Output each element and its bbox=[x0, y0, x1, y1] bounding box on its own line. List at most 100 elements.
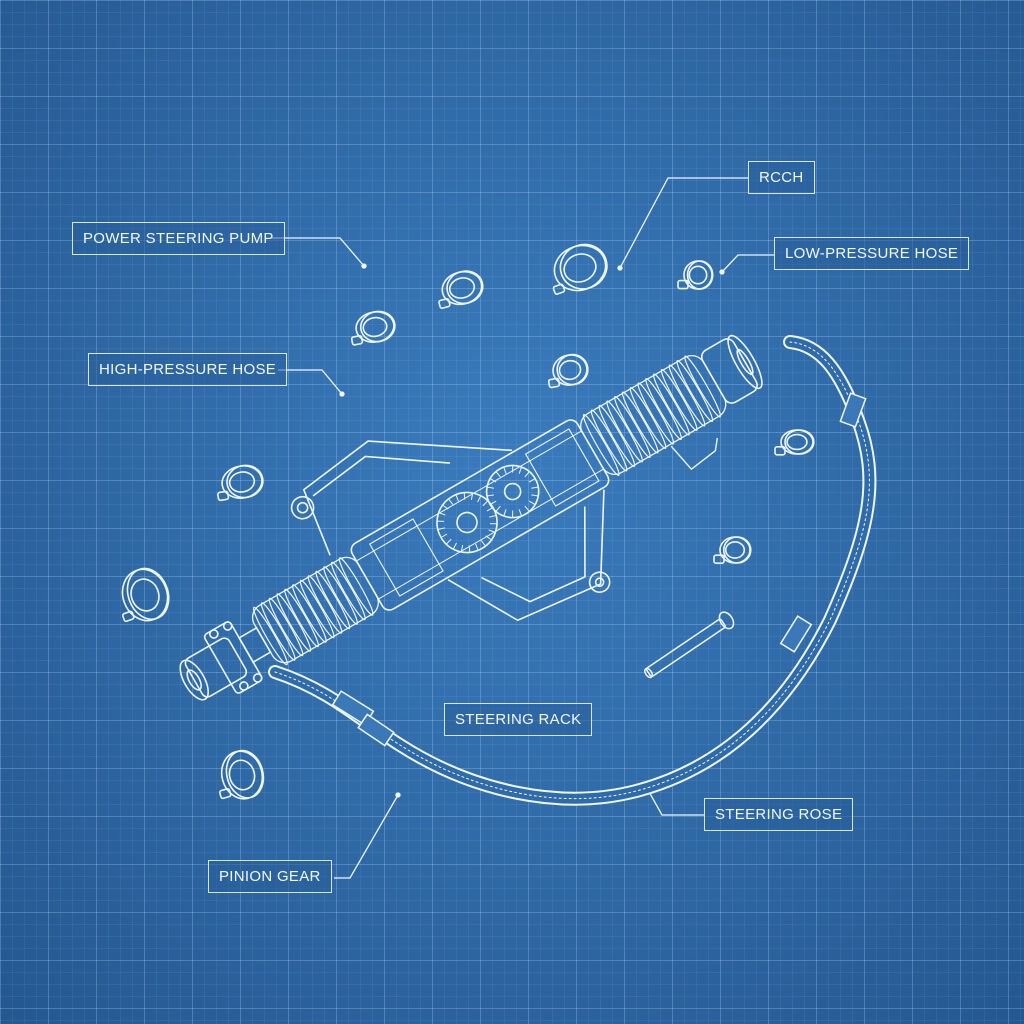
leader-rcch bbox=[619, 177, 748, 269]
bellows-rib bbox=[606, 400, 644, 463]
gear-tooth bbox=[518, 509, 523, 517]
bellows-rib bbox=[676, 360, 714, 422]
bellows-rib bbox=[684, 355, 722, 418]
label-rcch: RCCH bbox=[748, 161, 815, 194]
label-steering-rack: STEERING RACK bbox=[444, 703, 593, 736]
gear-tooth bbox=[442, 504, 449, 510]
gear-tooth bbox=[477, 495, 482, 503]
gear-tooth bbox=[531, 486, 539, 489]
mounting-bracket bbox=[290, 440, 611, 622]
gear-tooth bbox=[470, 492, 474, 501]
rack-housing bbox=[350, 419, 610, 611]
gear-tooth bbox=[503, 509, 507, 517]
leader-steering-rose bbox=[647, 789, 704, 816]
gear-tooth bbox=[445, 538, 452, 545]
clamp-ring bbox=[774, 429, 815, 456]
steering-rack-assembly bbox=[179, 334, 763, 701]
hose-ferrule bbox=[357, 713, 395, 747]
gear-tooth bbox=[486, 486, 495, 489]
label-power-steering-pump: POWER STEERING PUMP bbox=[72, 222, 285, 255]
bellows-rib bbox=[590, 409, 628, 472]
gear-tooth bbox=[489, 514, 497, 518]
loose-parts bbox=[121, 243, 815, 800]
gear-tooth bbox=[486, 507, 494, 512]
gear-tooth bbox=[518, 466, 523, 474]
gear-tooth bbox=[528, 478, 536, 483]
gear-tooth bbox=[528, 500, 536, 505]
bellows-rib bbox=[260, 602, 296, 661]
leader-pinion-gear bbox=[334, 794, 399, 879]
hose-ferrule bbox=[779, 615, 813, 653]
bellows-rib bbox=[637, 382, 675, 445]
gear-tooth bbox=[480, 540, 486, 547]
bellows-rib bbox=[315, 570, 351, 630]
leader-lines bbox=[270, 177, 774, 879]
gear-tooth bbox=[512, 510, 514, 518]
gear-tooth bbox=[468, 545, 471, 553]
label-high-pressure-hose: HIGH-PRESSURE HOSE bbox=[88, 353, 288, 386]
bellows-rib bbox=[323, 566, 359, 625]
leader-low-pressure-hose bbox=[721, 254, 774, 273]
clamp-ring bbox=[552, 243, 608, 295]
bellows-rib bbox=[582, 414, 620, 476]
bellows-rib bbox=[613, 396, 651, 458]
gear-tooth bbox=[489, 523, 497, 525]
gear-tooth bbox=[495, 471, 501, 478]
bellows-rib bbox=[629, 387, 667, 449]
gear-tooth bbox=[437, 527, 445, 531]
clamp-ring bbox=[121, 567, 170, 623]
return-fitting bbox=[670, 437, 719, 471]
left-tie-rod-end bbox=[179, 621, 272, 701]
bellows-rib bbox=[668, 364, 706, 427]
bellows-rib bbox=[660, 369, 698, 431]
gear-tooth bbox=[524, 471, 530, 478]
gear-tooth bbox=[475, 543, 479, 551]
bellows-rib bbox=[276, 593, 312, 652]
clamp-ring bbox=[217, 464, 264, 502]
bellows-rib bbox=[652, 373, 690, 436]
gear-tooth bbox=[448, 498, 454, 505]
left-bellows-ribs bbox=[252, 557, 374, 666]
gear-tooth bbox=[489, 478, 497, 483]
clamp-ring bbox=[350, 310, 396, 346]
label-steering-rose: STEERING ROSE bbox=[704, 798, 854, 831]
bolt bbox=[644, 611, 735, 679]
gear-tooth bbox=[512, 465, 514, 473]
gear-tooth bbox=[485, 535, 492, 541]
bellows-rib bbox=[299, 579, 335, 639]
clamp-ring bbox=[713, 536, 752, 565]
gear-tooth bbox=[531, 494, 539, 497]
gear-tooth bbox=[440, 533, 448, 538]
right-end-cap bbox=[700, 334, 763, 404]
gear-tooth bbox=[495, 505, 501, 512]
bellows-rib bbox=[284, 588, 320, 648]
clamp-ring bbox=[438, 270, 484, 309]
hose-ferrule bbox=[839, 392, 867, 428]
gear-tooth bbox=[452, 542, 457, 550]
clamp-ring bbox=[219, 749, 265, 800]
gear-tooth bbox=[488, 529, 496, 533]
leader-power-steering-pump bbox=[270, 237, 365, 267]
gear-tooth bbox=[486, 494, 495, 497]
gear-tooth bbox=[437, 520, 445, 522]
bellows-rib bbox=[307, 575, 343, 634]
bellows-rib bbox=[268, 597, 304, 657]
steering-hose bbox=[268, 335, 877, 806]
gear-tooth bbox=[438, 512, 446, 516]
gear-tooth bbox=[455, 494, 459, 502]
bellows-rib bbox=[252, 606, 288, 666]
right-bellows-ribs bbox=[582, 355, 722, 476]
gear-teeth bbox=[437, 465, 539, 553]
gear-tooth bbox=[482, 500, 489, 507]
label-low-pressure-hose: LOW-PRESSURE HOSE bbox=[774, 237, 970, 270]
bellows-rib bbox=[291, 584, 327, 643]
bellows-rib bbox=[645, 378, 683, 440]
gear-tooth bbox=[489, 500, 497, 505]
clamp-ring bbox=[547, 353, 589, 389]
gear-tooth bbox=[460, 544, 464, 553]
label-pinion-gear: PINION GEAR bbox=[208, 860, 332, 893]
gear-tooth bbox=[503, 466, 507, 474]
gear-tooth bbox=[463, 492, 466, 500]
